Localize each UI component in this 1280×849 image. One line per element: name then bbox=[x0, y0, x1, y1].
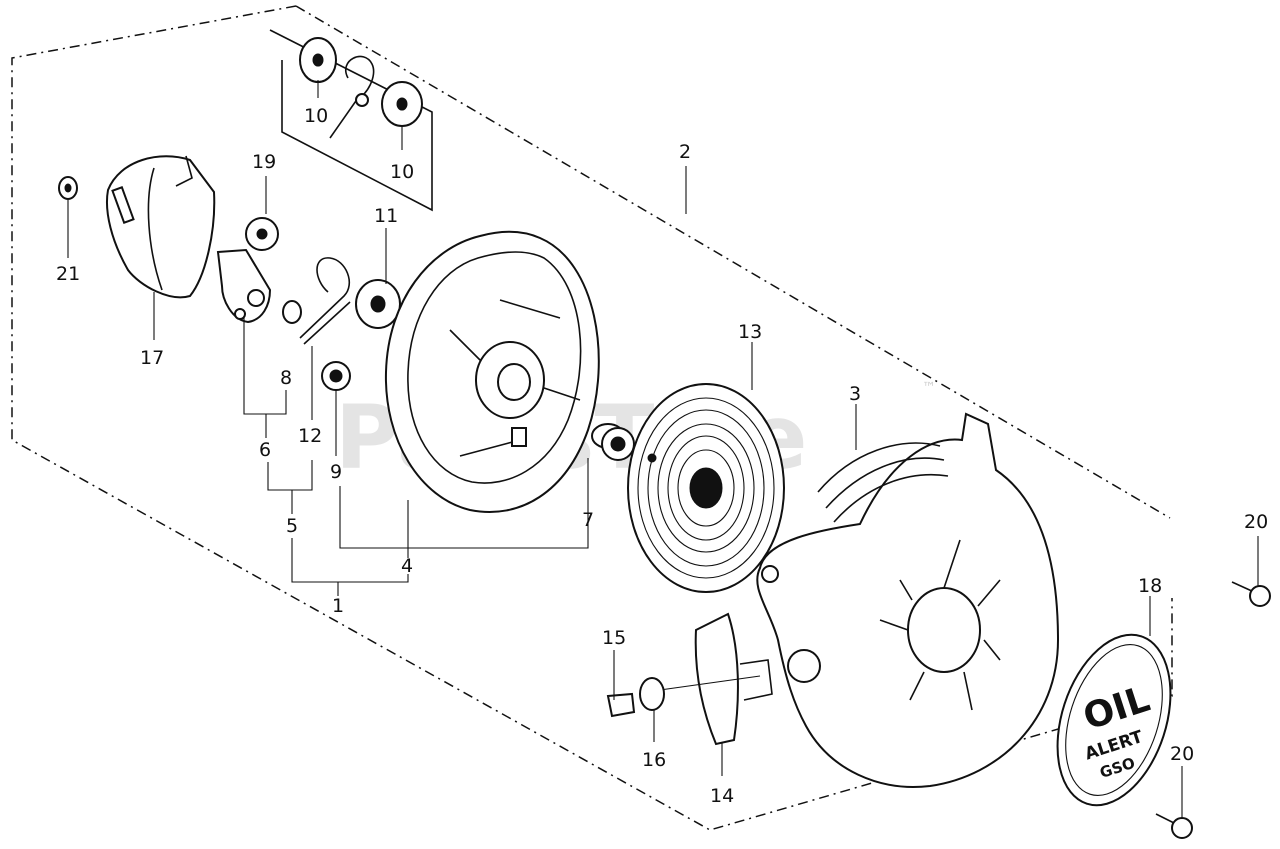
callout-10-upper: 10 bbox=[304, 105, 328, 127]
leader-lines bbox=[67, 80, 1259, 818]
callout-20-lower: 20 bbox=[1170, 743, 1194, 765]
callout-20-upper: 20 bbox=[1244, 511, 1268, 533]
callout-21: 21 bbox=[56, 263, 80, 285]
stopper-15 bbox=[606, 692, 636, 718]
starter-case-3 bbox=[756, 412, 1060, 788]
callout-11: 11 bbox=[374, 205, 398, 227]
callout-5: 5 bbox=[286, 515, 298, 537]
callout-2: 2 bbox=[679, 141, 691, 163]
callout-18: 18 bbox=[1138, 575, 1162, 597]
callout-13: 13 bbox=[738, 321, 762, 343]
spring-12 bbox=[299, 257, 351, 345]
callout-4: 4 bbox=[401, 555, 413, 577]
knob-16 bbox=[639, 677, 665, 711]
callout-16: 16 bbox=[642, 749, 666, 771]
callout-14: 14 bbox=[710, 785, 734, 807]
callout-6: 6 bbox=[259, 439, 271, 461]
callout-8: 8 bbox=[280, 367, 292, 389]
washer-19 bbox=[245, 217, 279, 251]
ratchet-6 bbox=[216, 248, 272, 324]
trademark-symbol: ™ bbox=[922, 380, 936, 396]
reel-4 bbox=[384, 230, 600, 513]
assembly-outline bbox=[11, 5, 1173, 831]
callout-19: 19 bbox=[252, 151, 276, 173]
callout-1: 1 bbox=[332, 595, 344, 617]
pin-8 bbox=[282, 300, 302, 324]
callout-15: 15 bbox=[602, 627, 626, 649]
callouts: 1 2 3 4 5 6 7 8 9 10 10 11 12 13 14 15 1… bbox=[56, 105, 1268, 807]
handle-14 bbox=[659, 612, 773, 746]
screw-20-lower bbox=[1155, 813, 1193, 839]
callout-9: 9 bbox=[330, 461, 342, 483]
oil-alert-emblem-18: OIL ALERT GSO bbox=[1056, 633, 1172, 807]
callout-17: 17 bbox=[140, 347, 164, 369]
inset-washers-10 bbox=[299, 37, 423, 139]
callout-10-lower: 10 bbox=[390, 161, 414, 183]
cover-17 bbox=[106, 155, 216, 299]
bushing-7 bbox=[591, 423, 635, 461]
nut-21 bbox=[58, 176, 78, 200]
washer-11 bbox=[355, 279, 401, 329]
spiral-spring-13 bbox=[627, 383, 785, 593]
screw-20-upper bbox=[1231, 581, 1271, 607]
callout-3: 3 bbox=[849, 383, 861, 405]
collar-9 bbox=[321, 361, 351, 391]
callout-7: 7 bbox=[582, 509, 594, 531]
callout-12: 12 bbox=[298, 425, 322, 447]
